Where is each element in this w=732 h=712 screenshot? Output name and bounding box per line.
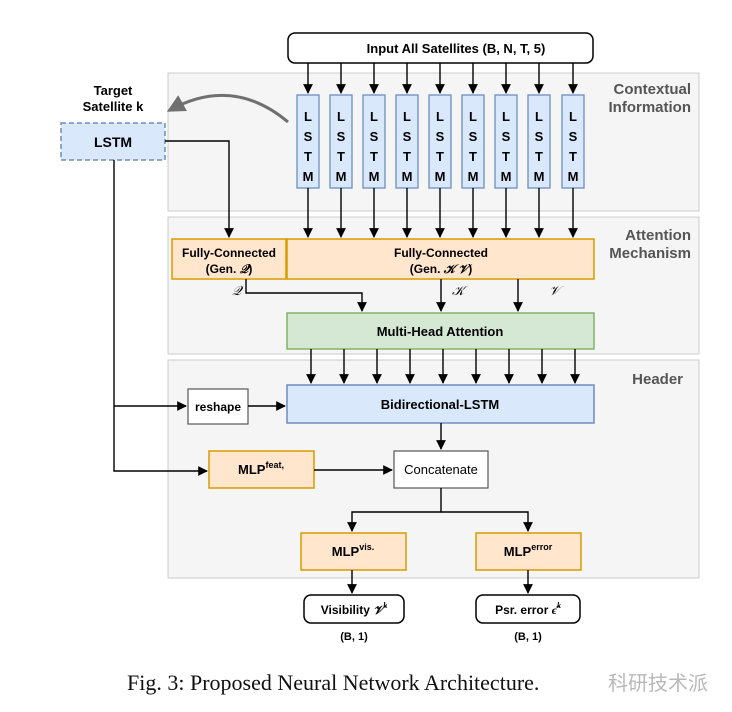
lstm-letter: M <box>501 169 512 184</box>
target-curve-arrow <box>166 93 289 124</box>
q-symbol: 𝒬 <box>232 283 244 298</box>
lstm-letter: L <box>370 109 378 124</box>
input-label: Input All Satellites (B, N, T, 5) <box>367 41 546 56</box>
mha-box <box>286 312 595 350</box>
lstm-letter: L <box>403 109 411 124</box>
column-arrows <box>303 63 580 384</box>
fc-kv-line2: (Gen. 𝒦 𝒱) <box>410 262 473 276</box>
lstm-letter: M <box>435 169 446 184</box>
lstm-letter: L <box>502 109 510 124</box>
lstm-letter: T <box>337 149 345 164</box>
reshape-label: reshape <box>195 400 241 414</box>
lstm-letter: M <box>468 169 479 184</box>
concat-box <box>393 450 489 489</box>
lstm-letter: S <box>304 129 313 144</box>
lstm-letter: T <box>403 149 411 164</box>
mlp-error-label: MLPerror <box>504 542 553 559</box>
mlp-feat-box <box>208 450 315 489</box>
watermark: 科研技术派 <box>608 671 708 695</box>
mlp-error-box <box>475 532 582 571</box>
mlp-vis-box <box>300 532 407 571</box>
output-visibility-shape: (B, 1) <box>340 631 368 643</box>
lstm-letter: S <box>436 129 445 144</box>
mlp-feat-label: MLPfeat, <box>238 460 284 477</box>
section-header-title: Header <box>632 371 683 388</box>
lstm-column: LSTM <box>329 94 353 189</box>
lstm-letter: L <box>304 109 312 124</box>
output-visibility-label: Visibility 𝒱k <box>321 601 387 617</box>
target-lstm-label: LSTM <box>94 134 132 150</box>
lstm-letter: T <box>370 149 378 164</box>
lstm-column: LSTM <box>428 94 452 189</box>
lstm-letter: S <box>569 129 578 144</box>
lstm-column: LSTM <box>461 94 485 189</box>
section-contextual-title-1: Contextual <box>613 81 691 98</box>
lstm-letter: T <box>569 149 577 164</box>
lstm-letter: S <box>403 129 412 144</box>
mha-label: Multi-Head Attention <box>377 324 504 339</box>
bilstm-label: Bidirectional-LSTM <box>381 397 499 412</box>
section-contextual-title-2: Information <box>609 99 692 116</box>
lstm-letter: M <box>336 169 347 184</box>
lstm-column: LSTM <box>561 94 585 189</box>
output-visibility-box <box>303 594 405 624</box>
lstm-column: LSTM <box>527 94 551 189</box>
lstm-column: LSTM <box>362 94 386 189</box>
concat-label: Concatenate <box>404 462 478 477</box>
lstm-letter: L <box>569 109 577 124</box>
fc-q-line2: (Gen. 𝒬) <box>206 262 253 276</box>
lstm-letter: L <box>337 109 345 124</box>
lstm-letter: S <box>502 129 511 144</box>
lstm-letter: T <box>436 149 444 164</box>
lstm-letter: M <box>369 169 380 184</box>
lstm-letter: T <box>469 149 477 164</box>
output-error-box <box>475 594 581 624</box>
lstm-column: LSTM <box>296 94 320 189</box>
lstm-letter: M <box>303 169 314 184</box>
section-attention-title-1: Attention <box>625 227 691 244</box>
fc-kv-line1: Fully-Connected <box>394 246 488 260</box>
fc-q-line1: Fully-Connected <box>182 246 276 260</box>
target-title-2: Satellite k <box>83 99 144 114</box>
section-attention-title-2: Mechanism <box>609 245 691 262</box>
k-symbol: 𝒦 <box>452 283 468 298</box>
lstm-column: LSTM <box>395 94 419 189</box>
lstm-letter: L <box>535 109 543 124</box>
output-error-label: Psr. error ϵ̂k <box>495 601 561 617</box>
lstm-letter: T <box>502 149 510 164</box>
mlp-vis-label: MLPvis. <box>332 542 374 559</box>
fc-kv-box <box>286 238 595 280</box>
lstm-letter: L <box>469 109 477 124</box>
connectors <box>113 140 533 594</box>
reshape-box <box>187 388 249 425</box>
lstm-letter: M <box>534 169 545 184</box>
lstm-letter: M <box>568 169 579 184</box>
target-title-1: Target <box>94 83 133 98</box>
lstm-letter: S <box>337 129 346 144</box>
lstm-letter: L <box>436 109 444 124</box>
lstm-column: LSTM <box>494 94 518 189</box>
output-error-shape: (B, 1) <box>514 631 542 643</box>
lstm-letter: S <box>535 129 544 144</box>
lstm-letter: T <box>304 149 312 164</box>
lstm-letter: M <box>402 169 413 184</box>
fc-q-box <box>171 238 287 280</box>
target-lstm-box <box>60 122 166 161</box>
lstm-letter: T <box>535 149 543 164</box>
lstm-letter: S <box>469 129 478 144</box>
lstm-letter: S <box>370 129 379 144</box>
figure-caption: Fig. 3: Proposed Neural Network Architec… <box>127 670 539 695</box>
